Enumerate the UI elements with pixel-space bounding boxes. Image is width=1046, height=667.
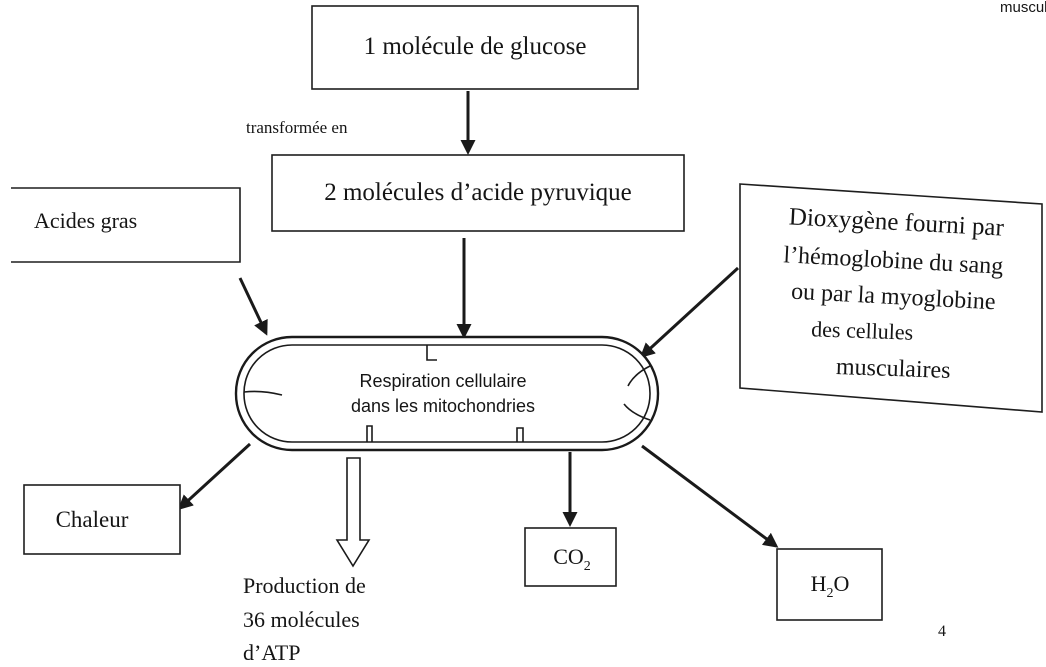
arrow-mito-to-atp <box>335 457 371 568</box>
arrow-mito-to-heat <box>177 442 252 511</box>
glucose-label: 1 molécule de glucose <box>364 33 587 60</box>
atp-line2: 36 molécules <box>243 607 360 632</box>
mito-line2: dans les mitochondries <box>351 396 535 416</box>
heat-label: Chaleur <box>56 507 129 532</box>
glucose-box: 1 molécule de glucose <box>311 5 639 90</box>
arrow-oxygen-to-mito <box>639 266 740 359</box>
h2o-label: H2O <box>811 571 850 601</box>
co2-box: CO2 <box>524 527 617 587</box>
co2-label: CO2 <box>553 544 591 574</box>
page-mark: 4 <box>938 623 946 640</box>
atp-line3: d’ATP <box>243 640 300 665</box>
fatty-acids-box: Acides gras <box>11 187 241 263</box>
h2o-box: H2O <box>776 548 883 621</box>
arrow-mito-to-h2o <box>641 444 779 548</box>
oxygen-line4: des cellules <box>811 316 914 345</box>
oxygen-line5: musculaires <box>836 354 951 384</box>
fatty-acids-label: Acides gras <box>34 208 137 233</box>
arrow-fatty-acids-to-mito <box>238 277 268 336</box>
pyruvic-box: 2 molécules d’acide pyruvique <box>271 154 685 232</box>
corner-text: muscul <box>1000 0 1046 16</box>
oxygen-box: Dioxygène fourni par l’hémoglobine du sa… <box>739 183 1043 413</box>
pyruvic-label: 2 molécules d’acide pyruvique <box>324 179 632 206</box>
mito-line1: Respiration cellulaire <box>359 371 526 391</box>
mitochondrion: Respiration cellulaire dans les mitochon… <box>234 335 660 452</box>
transform-label: transformée en <box>246 118 348 137</box>
atp-line1: Production de <box>243 573 366 598</box>
heat-box: Chaleur <box>23 484 181 555</box>
